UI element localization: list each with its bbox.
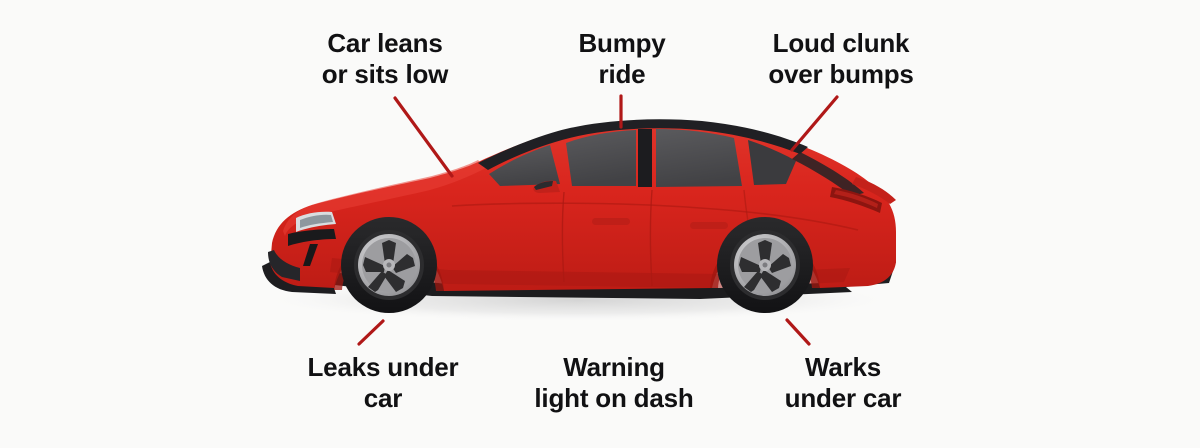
rear-wheel [717,217,813,313]
tail-light-gloss [834,190,878,208]
leader-warks [785,318,811,346]
mirror-glass [534,181,553,190]
front-splitter [262,262,336,294]
front-door-seam [561,191,565,283]
rear-spoiler [852,177,896,204]
front-lower-fascia [268,250,300,281]
windshield-glass [489,145,560,186]
headlight-inner [300,214,333,228]
front-vent-slash [303,244,318,266]
callout-car-leans: Car leans or sits low [321,28,449,89]
rear-door-glass [656,129,742,187]
rear-door-handle [690,222,728,229]
front-wheel [341,217,437,313]
callout-warning-light: Warning light on dash [534,352,694,413]
front-air-intake [288,229,336,246]
quarter-glass [748,140,796,185]
b-pillar [638,129,652,187]
front-door-handle [592,218,630,225]
callout-bumpy-ride: Bumpy ride [578,28,666,89]
leader-leaks [357,319,385,346]
callout-leaks-under-car: Leaks under car [307,352,459,413]
callout-loud-clunk: Loud clunk over bumps [768,28,914,89]
leader-lines [357,94,839,346]
rear-screen-shade [792,152,864,196]
callout-warks-under-car: Warks under car [784,352,902,413]
hood-highlight [283,160,486,236]
roof-trim [478,119,808,170]
side-sill [326,272,852,299]
leader-loud-clunk [790,95,839,152]
front-door-glass [566,130,636,186]
body-crease [451,202,859,231]
rear-door-seam [649,189,653,287]
leader-car-leans [393,96,454,178]
car-illustration [262,119,896,313]
